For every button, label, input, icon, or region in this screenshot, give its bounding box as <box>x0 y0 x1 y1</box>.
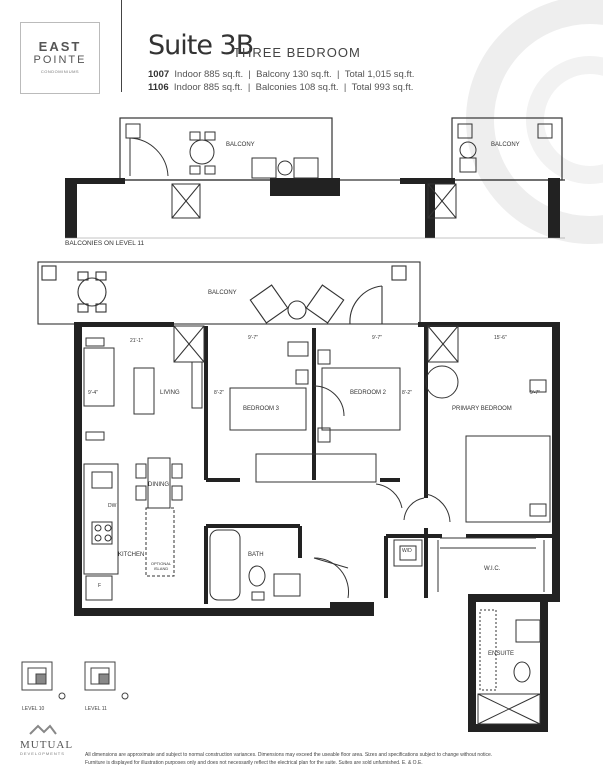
header-divider <box>121 0 122 92</box>
primary-bedroom-label: PRIMARY BEDROOM <box>452 406 512 412</box>
wd-label: W/D <box>402 548 412 554</box>
living-width-dim: 21'-1" <box>130 338 143 344</box>
bath-label: BATH <box>248 552 264 558</box>
bedroom2-label: BEDROOM 2 <box>350 390 387 396</box>
key-plan-level11-label: LEVEL 11 <box>85 706 107 712</box>
main-floor-plan <box>37 261 560 732</box>
bed2-width-dim: 9'-7" <box>372 335 382 341</box>
brand-line2: POINTE <box>33 54 87 66</box>
level11-balcony-label-right: BALCONY <box>491 142 520 148</box>
kitchen-label: KITCHEN <box>118 552 145 558</box>
level11-balconies-plan <box>65 117 565 239</box>
wic-label: W.I.C. <box>484 566 501 572</box>
living-label: LIVING <box>160 390 180 396</box>
bed2-depth-dim: 8'-2" <box>402 390 412 396</box>
bed3-width-dim: 9'-7" <box>248 335 258 341</box>
key-plan-level10 <box>21 661 66 700</box>
dining-label: DINING <box>148 482 169 488</box>
footnote: All dimensions are approximate and subje… <box>85 751 595 767</box>
living-depth-dim: 9'-4" <box>88 390 98 396</box>
fridge-label: F <box>98 583 102 589</box>
brand-logo: EAST POINTE CONDOMINIUMS <box>20 22 100 94</box>
brand-line1: EAST <box>38 39 82 54</box>
level11-caption: BALCONIES ON LEVEL 11 <box>65 240 145 247</box>
footnote-line2: Furniture is displayed for illustration … <box>85 760 423 766</box>
level11-balcony-label-left: BALCONY <box>226 142 255 148</box>
developer-sub: DEVELOPMENTS <box>20 751 65 756</box>
spec-row-1007: 1007 Indoor 885 sq.ft. | Balcony 130 sq.… <box>148 69 415 80</box>
key-plan-level10-label: LEVEL 10 <box>22 706 45 712</box>
bedroom3-label: BEDROOM 3 <box>243 406 280 412</box>
bed3-depth-dim: 8'-2" <box>214 390 224 396</box>
primary-width-dim: 15'-6" <box>494 335 507 341</box>
balcony-label: BALCONY <box>208 290 237 296</box>
decorative-arc-graphic <box>466 0 603 244</box>
dw-label: DW <box>108 503 117 509</box>
primary-depth-dim: 9'-7" <box>530 390 540 396</box>
key-plan-level11 <box>84 661 129 700</box>
developer-logo-mark <box>29 724 57 735</box>
optional-island-label: OPTIONAL ISLAND <box>150 561 172 571</box>
developer-name: MUTUAL <box>20 739 74 751</box>
ensuite-label: ENSUITE <box>488 651 515 657</box>
suite-type: THREE BEDROOM <box>233 45 361 60</box>
brand-sub: CONDOMINIUMS <box>40 69 80 74</box>
footnote-line1: All dimensions are approximate and subje… <box>85 752 493 758</box>
spec-row-1106: 1106 Indoor 885 sq.ft. | Balconies 108 s… <box>148 82 414 93</box>
suite-title: Suite 3B <box>148 30 254 61</box>
